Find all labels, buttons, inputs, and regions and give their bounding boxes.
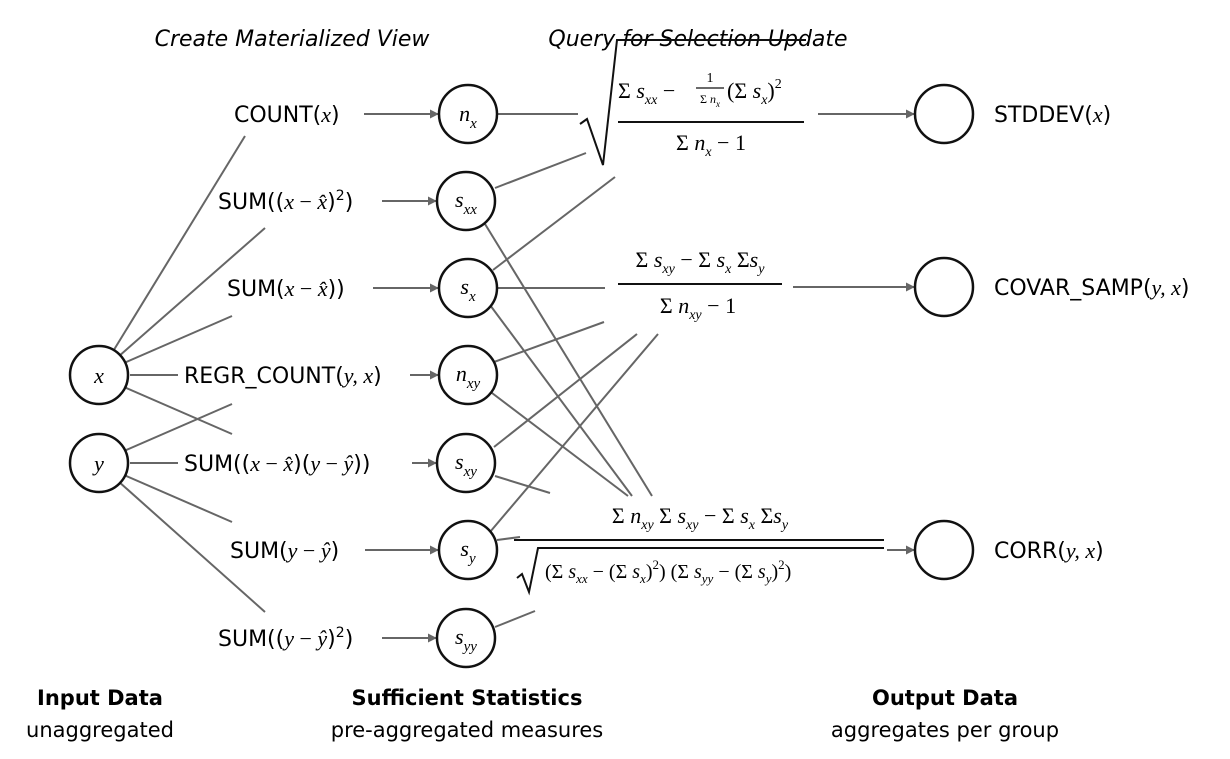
- svg-text:sx: sx: [460, 274, 476, 305]
- svg-text:nx: nx: [459, 101, 477, 132]
- svg-text:sy: sy: [460, 536, 476, 567]
- agg-sum-yy: SUM((y − ŷ)2): [218, 625, 353, 652]
- formula-to-output-arrows: [793, 109, 915, 555]
- svg-text:Σ nx: Σ nx: [700, 92, 720, 109]
- edge-sxy-corr: [494, 475, 551, 494]
- corr-numerator: Σ nxy Σ sxy − Σ sx Σsy: [612, 503, 789, 533]
- header-create-materialized-view: Create Materialized View: [155, 27, 431, 52]
- stat-node-s-y: sy: [437, 519, 499, 581]
- agg-sum-y: SUM(y − ŷ): [230, 538, 339, 564]
- formula-covar: Σ sxy − Σ sx Σsy Σ nxy − 1: [618, 247, 782, 323]
- edge-y-sum-yy: [117, 480, 266, 613]
- footer-stats-title: Sufficient Statistics: [352, 686, 583, 710]
- stddev-radical: [579, 39, 806, 166]
- footer-output-title: Output Data: [872, 686, 1018, 710]
- covar-denominator: Σ nxy − 1: [660, 293, 736, 323]
- edge-sx-corr: [489, 304, 633, 497]
- edge-nxy-covar: [493, 321, 605, 363]
- agg-sum-xx: SUM((x − x̂)2): [218, 188, 353, 215]
- footer-stats-sub: pre-aggregated measures: [331, 718, 604, 742]
- agg-sum-xy: SUM((x − x̂)(y − ŷ)): [184, 451, 370, 477]
- input-node-y-label: y: [92, 451, 104, 476]
- agg-count-x: COUNT(x): [234, 102, 340, 128]
- output-node-stddev: [913, 83, 975, 145]
- footer-input-sub: unaggregated: [26, 718, 174, 742]
- stddev-denominator: Σ nx − 1: [676, 130, 746, 160]
- edge-sxx-corr: [484, 223, 653, 497]
- agg-regr-count: REGR_COUNT(y, x): [184, 363, 382, 389]
- stat-node-s-xx: sxx: [435, 170, 497, 232]
- edge-x-sum-xx: [117, 227, 266, 358]
- output-label-covar: COVAR_SAMP(y, x): [994, 275, 1189, 301]
- edge-sxy-covar: [493, 333, 638, 448]
- svg-text:nxy: nxy: [456, 361, 481, 392]
- stat-node-s-yy: syy: [435, 607, 497, 669]
- edge-y-regr-count: [123, 403, 233, 452]
- stat-node-n-x: nx: [437, 83, 499, 145]
- output-label-stddev: STDDEV(x): [994, 102, 1111, 128]
- output-label-corr: CORR(y, x): [994, 538, 1104, 564]
- footer-output-sub: aggregates per group: [831, 718, 1059, 742]
- svg-text:1: 1: [707, 71, 714, 86]
- edge-sy-corr: [496, 536, 521, 541]
- edge-sx-stddev: [492, 176, 616, 271]
- footer-input-title: Input Data: [37, 686, 163, 710]
- corr-radical: [516, 547, 884, 596]
- formula-corr: Σ nxy Σ sxy − Σ sx Σsy (Σ sxx − (Σ sx)2)…: [514, 503, 884, 596]
- svg-text:syy: syy: [455, 624, 477, 655]
- covar-numerator: Σ sxy − Σ sx Σsy: [636, 247, 766, 277]
- input-node-x: x: [68, 344, 130, 406]
- edge-sy-covar: [489, 333, 659, 533]
- edge-nxy-corr: [491, 392, 629, 497]
- svg-text:sxx: sxx: [455, 187, 477, 218]
- input-edges: [111, 135, 266, 613]
- edge-x-count: [111, 135, 246, 354]
- edge-sxx-stddev: [494, 152, 587, 189]
- output-node-covar: [913, 256, 975, 318]
- edge-y-sum-y: [123, 474, 233, 523]
- agg-sum-x: SUM(x − x̂)): [227, 276, 345, 302]
- svg-text:(Σ sx)2: (Σ sx)2: [727, 77, 782, 108]
- stat-to-formula-edges: [484, 113, 659, 628]
- output-node-corr: [913, 519, 975, 581]
- input-node-x-label: x: [93, 363, 104, 388]
- corr-denominator: (Σ sxx − (Σ sx)2) (Σ syy − (Σ sy)2): [545, 557, 791, 586]
- input-node-y: y: [68, 432, 130, 494]
- formula-stddev: Σ sxx − 1 Σ nx (Σ sx)2 Σ nx − 1: [579, 39, 806, 166]
- edge-x-sum-xy: [123, 386, 233, 435]
- aggregation-arrows: [364, 109, 439, 643]
- stat-node-s-x: sx: [437, 257, 499, 319]
- edge-x-sum-x: [123, 315, 233, 364]
- stat-node-s-xy: sxy: [435, 432, 497, 494]
- svg-text:sxy: sxy: [455, 449, 477, 480]
- stddev-numerator: Σ sxx −: [618, 78, 675, 108]
- stat-node-n-xy: nxy: [437, 344, 499, 406]
- edge-syy-corr: [494, 610, 536, 628]
